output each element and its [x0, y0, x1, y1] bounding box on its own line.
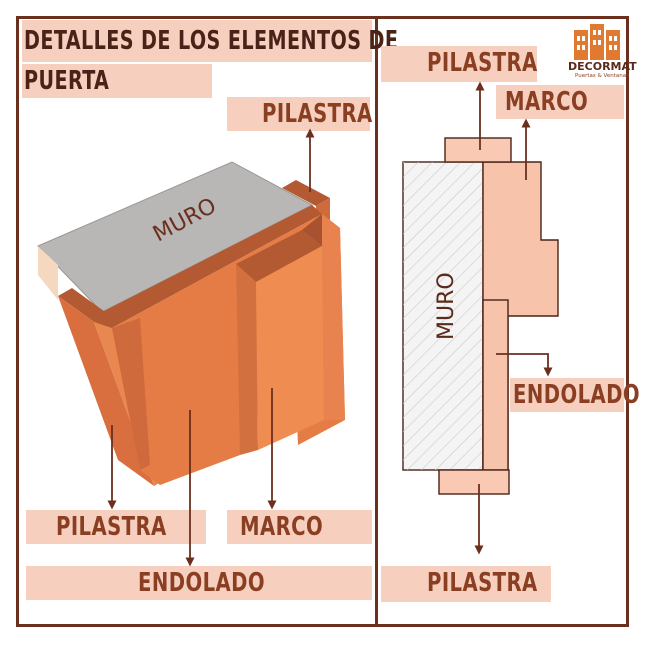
- outer-frame: [16, 16, 629, 627]
- left-pilastra-face: [58, 296, 154, 486]
- title-band-2: [22, 64, 212, 98]
- right-marco-label: MARCO: [505, 87, 589, 117]
- label-band-right-endolado: [510, 378, 624, 412]
- section-endolado: [482, 299, 509, 471]
- right-pilastra-top-label: PILASTRA: [427, 48, 538, 78]
- right-endolado-label: ENDOLADO: [513, 380, 640, 410]
- marco-top-face: [236, 230, 322, 282]
- left-marco-label: MARCO: [240, 512, 324, 542]
- label-band-left-pilastra-top: [227, 97, 370, 131]
- label-band-right-marco: [496, 85, 624, 119]
- endolado-top-face: [94, 205, 322, 328]
- marco-front-face: [236, 264, 258, 455]
- label-band-right-pilastra-top: [381, 46, 537, 82]
- section-pilastra-bottom: [438, 469, 510, 495]
- label-band-left-marco: [227, 510, 372, 544]
- arrow-right-endolado: [496, 353, 553, 377]
- right-pilastra-bottom-label: PILASTRA: [427, 568, 538, 598]
- logo-tagline: Puertas & Ventanas: [575, 73, 629, 79]
- logo-name: DECORMAT: [568, 60, 637, 73]
- page-title-line2: PUERTA: [24, 66, 110, 96]
- left-endolado-label: ENDOLADO: [138, 568, 265, 598]
- panel-divider: [375, 16, 378, 627]
- title-band-1: [22, 20, 372, 62]
- page-title-line1: DETALLES DE LOS ELEMENTOS DE: [24, 26, 399, 56]
- section-pilastra-top: [444, 137, 512, 163]
- left-3d-view: [37, 161, 345, 486]
- left-pilastra-top-label: PILASTRA: [262, 99, 373, 129]
- right-section-view: [402, 137, 559, 495]
- wall-side-sliver: [38, 246, 58, 300]
- label-band-left-pilastra-bottom: [26, 510, 206, 544]
- label-band-right-pilastra-bottom: [381, 566, 551, 602]
- right-muro-label: MURO: [434, 272, 459, 340]
- left-pilastra-bottom-label: PILASTRA: [56, 512, 167, 542]
- label-band-left-endolado: [26, 566, 372, 600]
